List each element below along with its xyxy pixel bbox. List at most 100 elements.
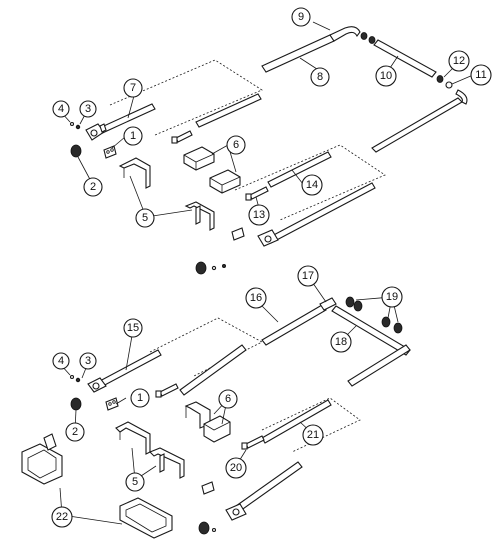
bent-tube-right — [371, 89, 468, 153]
fitting-12 — [436, 75, 444, 83]
svg-text:8: 8 — [317, 71, 323, 83]
svg-text:10: 10 — [380, 70, 392, 82]
rod-7 — [94, 93, 262, 136]
arm-bracket-bottom-left — [87, 377, 107, 393]
callout-5-top: 5 — [135, 208, 155, 228]
callout-2-bottom: 2 — [65, 422, 85, 442]
callout-21: 21 — [302, 424, 324, 446]
callout-22: 22 — [51, 506, 73, 528]
bracket-22-a — [21, 433, 63, 485]
rod-21 — [261, 399, 332, 444]
callout-16: 16 — [245, 287, 267, 309]
bracket-22-b — [119, 497, 173, 539]
svg-text:6: 6 — [225, 393, 231, 405]
top-dashed-outline — [109, 59, 263, 136]
svg-text:13: 13 — [253, 209, 265, 221]
bolt-20 — [241, 435, 265, 450]
rod-bottom-right — [347, 344, 411, 387]
callout-13: 13 — [248, 204, 270, 226]
mount-6-bottom-b — [203, 415, 231, 443]
svg-text:5: 5 — [142, 212, 148, 224]
rod-16 — [261, 304, 327, 346]
rod-top-lower — [267, 182, 376, 244]
svg-text:2: 2 — [72, 426, 78, 438]
svg-text:2: 2 — [90, 181, 96, 193]
mount-6-top-a — [183, 146, 215, 171]
mount-6-top-b — [209, 169, 241, 194]
callout-10: 10 — [375, 65, 397, 87]
bracket-small-bottom-right — [201, 481, 215, 495]
bushing-bottom-bottom — [198, 521, 210, 535]
bushing-2-bottom — [70, 397, 82, 411]
fitting-top-b — [368, 36, 376, 44]
svg-text:1: 1 — [137, 392, 143, 404]
arm-bracket-top-right — [257, 229, 279, 247]
bent-tube-9 — [329, 26, 361, 42]
svg-text:16: 16 — [250, 292, 262, 304]
washer-top-bottom — [211, 265, 217, 271]
svg-text:4: 4 — [58, 355, 64, 367]
svg-text:12: 12 — [453, 55, 465, 67]
leader-lines — [59, 21, 474, 525]
mount-5-bottom-a — [115, 421, 151, 455]
callout-1-bottom: 1 — [130, 388, 150, 408]
nut-top-bottom — [221, 263, 226, 268]
svg-text:9: 9 — [298, 11, 304, 23]
bushing-2-top — [70, 144, 82, 158]
fitting-11 — [445, 81, 453, 89]
callout-6-bottom: 6 — [218, 389, 238, 409]
svg-text:11: 11 — [475, 69, 486, 81]
arm-bracket-top-left — [85, 123, 107, 141]
bolt-small-bottom — [155, 383, 179, 398]
rod-15 — [97, 344, 247, 396]
callout-3-top: 3 — [79, 100, 97, 118]
svg-text:15: 15 — [127, 322, 139, 334]
svg-text:4: 4 — [58, 103, 64, 115]
bottom-dashed-outline — [149, 317, 263, 377]
bracket-1-bottom — [105, 397, 119, 411]
callout-20: 20 — [225, 457, 247, 479]
svg-text:19: 19 — [386, 291, 398, 303]
callout-19: 19 — [381, 286, 403, 308]
callout-15: 15 — [123, 318, 143, 338]
svg-text:14: 14 — [306, 179, 318, 191]
rod-10 — [373, 39, 437, 78]
callout-4-top: 4 — [52, 100, 70, 118]
callout-17: 17 — [297, 265, 319, 287]
rod-14 — [267, 151, 332, 188]
svg-text:3: 3 — [85, 103, 91, 115]
callout-8: 8 — [310, 67, 330, 87]
callout-1-top: 1 — [123, 126, 143, 146]
callout-3-bottom: 3 — [79, 352, 97, 370]
bushing-top-bottom — [195, 261, 207, 275]
svg-text:22: 22 — [56, 511, 68, 523]
svg-text:21: 21 — [307, 429, 319, 441]
rod-18 — [331, 305, 411, 356]
svg-text:1: 1 — [130, 130, 136, 142]
nut-3-top — [75, 124, 81, 130]
rod-8 — [261, 34, 335, 73]
fitting-top-a — [360, 32, 368, 40]
bottom-dashed-outline-right — [261, 397, 361, 453]
bottom-assembly — [21, 296, 411, 539]
callout-6-top: 6 — [226, 135, 246, 155]
bracket-1-top — [103, 145, 117, 159]
washer-4-bottom — [69, 374, 75, 380]
callout-5-bottom: 5 — [125, 472, 145, 492]
callout-18: 18 — [330, 331, 352, 353]
mount-5-bottom-b — [149, 447, 185, 479]
mount-5-top-a — [118, 157, 151, 189]
callout-4-bottom: 4 — [52, 352, 70, 370]
callout-2-top: 2 — [83, 177, 103, 197]
bracket-small-top-right — [231, 227, 245, 241]
top-dashed-outline-right — [234, 144, 386, 221]
top-assembly — [69, 26, 468, 275]
mount-5-top-b — [184, 201, 215, 231]
callout-7: 7 — [123, 78, 143, 98]
bolt-small-top — [171, 130, 193, 144]
arm-bracket-bottom-right — [225, 503, 247, 521]
callout-12: 12 — [448, 50, 470, 72]
svg-text:6: 6 — [233, 139, 239, 151]
svg-text:18: 18 — [335, 336, 347, 348]
